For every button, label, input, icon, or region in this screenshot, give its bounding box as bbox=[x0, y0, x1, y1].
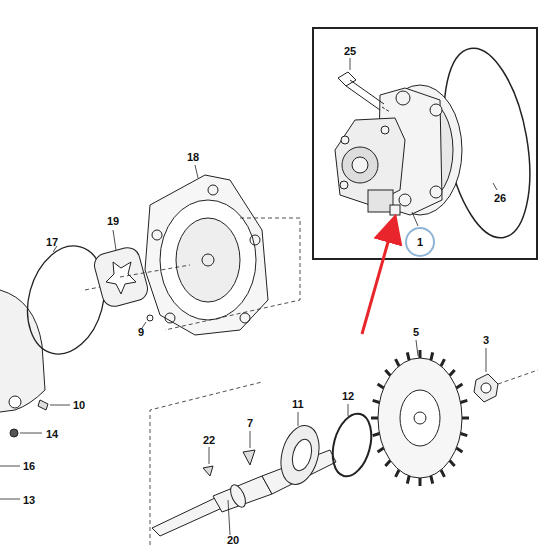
gear bbox=[371, 340, 469, 486]
gear-tooth bbox=[407, 476, 409, 484]
callout-number: 13 bbox=[23, 495, 35, 506]
callout-number: 25 bbox=[344, 46, 356, 57]
gear-tooth bbox=[441, 359, 445, 366]
key bbox=[203, 466, 213, 476]
callout-number: 17 bbox=[46, 237, 58, 248]
bearing bbox=[275, 412, 325, 489]
gear-tooth bbox=[450, 370, 455, 376]
gear-tooth bbox=[456, 448, 462, 452]
circlip bbox=[326, 409, 377, 480]
callout-number: 20 bbox=[227, 535, 239, 546]
gear-tooth bbox=[431, 352, 433, 360]
gear-tooth bbox=[461, 400, 468, 402]
callout-number: 26 bbox=[494, 193, 506, 204]
housing bbox=[0, 290, 45, 412]
gear-tooth bbox=[373, 434, 380, 436]
gear-tooth bbox=[456, 384, 462, 388]
inset-frame bbox=[313, 28, 537, 259]
callout-number: 9 bbox=[138, 327, 144, 338]
callout-number: 16 bbox=[23, 461, 35, 472]
gear-tooth bbox=[431, 476, 433, 484]
callout-number: 11 bbox=[292, 399, 304, 410]
callout-number: 12 bbox=[342, 391, 354, 402]
gear-tooth bbox=[450, 460, 455, 466]
callout-number: 5 bbox=[413, 327, 419, 338]
gear-tooth bbox=[378, 384, 384, 388]
gear-tooth bbox=[373, 400, 380, 402]
callout-number: 14 bbox=[46, 429, 58, 440]
rotor bbox=[92, 230, 150, 309]
gear-tooth bbox=[385, 370, 390, 376]
gear-tooth bbox=[461, 434, 468, 436]
pump-cover bbox=[145, 165, 268, 335]
gear-tooth bbox=[396, 359, 400, 366]
callout-number: 1 bbox=[417, 237, 423, 248]
bolt bbox=[338, 72, 390, 112]
gear-tooth bbox=[396, 470, 400, 477]
gear-tooth bbox=[441, 470, 445, 477]
callout-number: 7 bbox=[247, 418, 253, 429]
pointer-arrow bbox=[362, 228, 392, 334]
callout-number: 22 bbox=[203, 435, 215, 446]
callout-number: 19 bbox=[107, 216, 119, 227]
callout-number: 10 bbox=[73, 400, 85, 411]
gear-tooth bbox=[407, 352, 409, 360]
gear-tooth bbox=[419, 350, 422, 358]
gear-tooth bbox=[371, 417, 378, 420]
gear-tooth bbox=[419, 478, 422, 486]
gear-tooth bbox=[378, 448, 384, 452]
gear-tooth bbox=[462, 417, 469, 420]
assembly-line bbox=[85, 218, 300, 545]
callout-circle bbox=[406, 228, 434, 256]
callout-number: 3 bbox=[483, 335, 489, 346]
pump-assembly bbox=[335, 85, 462, 215]
nut bbox=[474, 374, 498, 402]
callout-number: 18 bbox=[187, 152, 199, 163]
gear-tooth bbox=[385, 460, 390, 466]
key bbox=[243, 450, 255, 465]
